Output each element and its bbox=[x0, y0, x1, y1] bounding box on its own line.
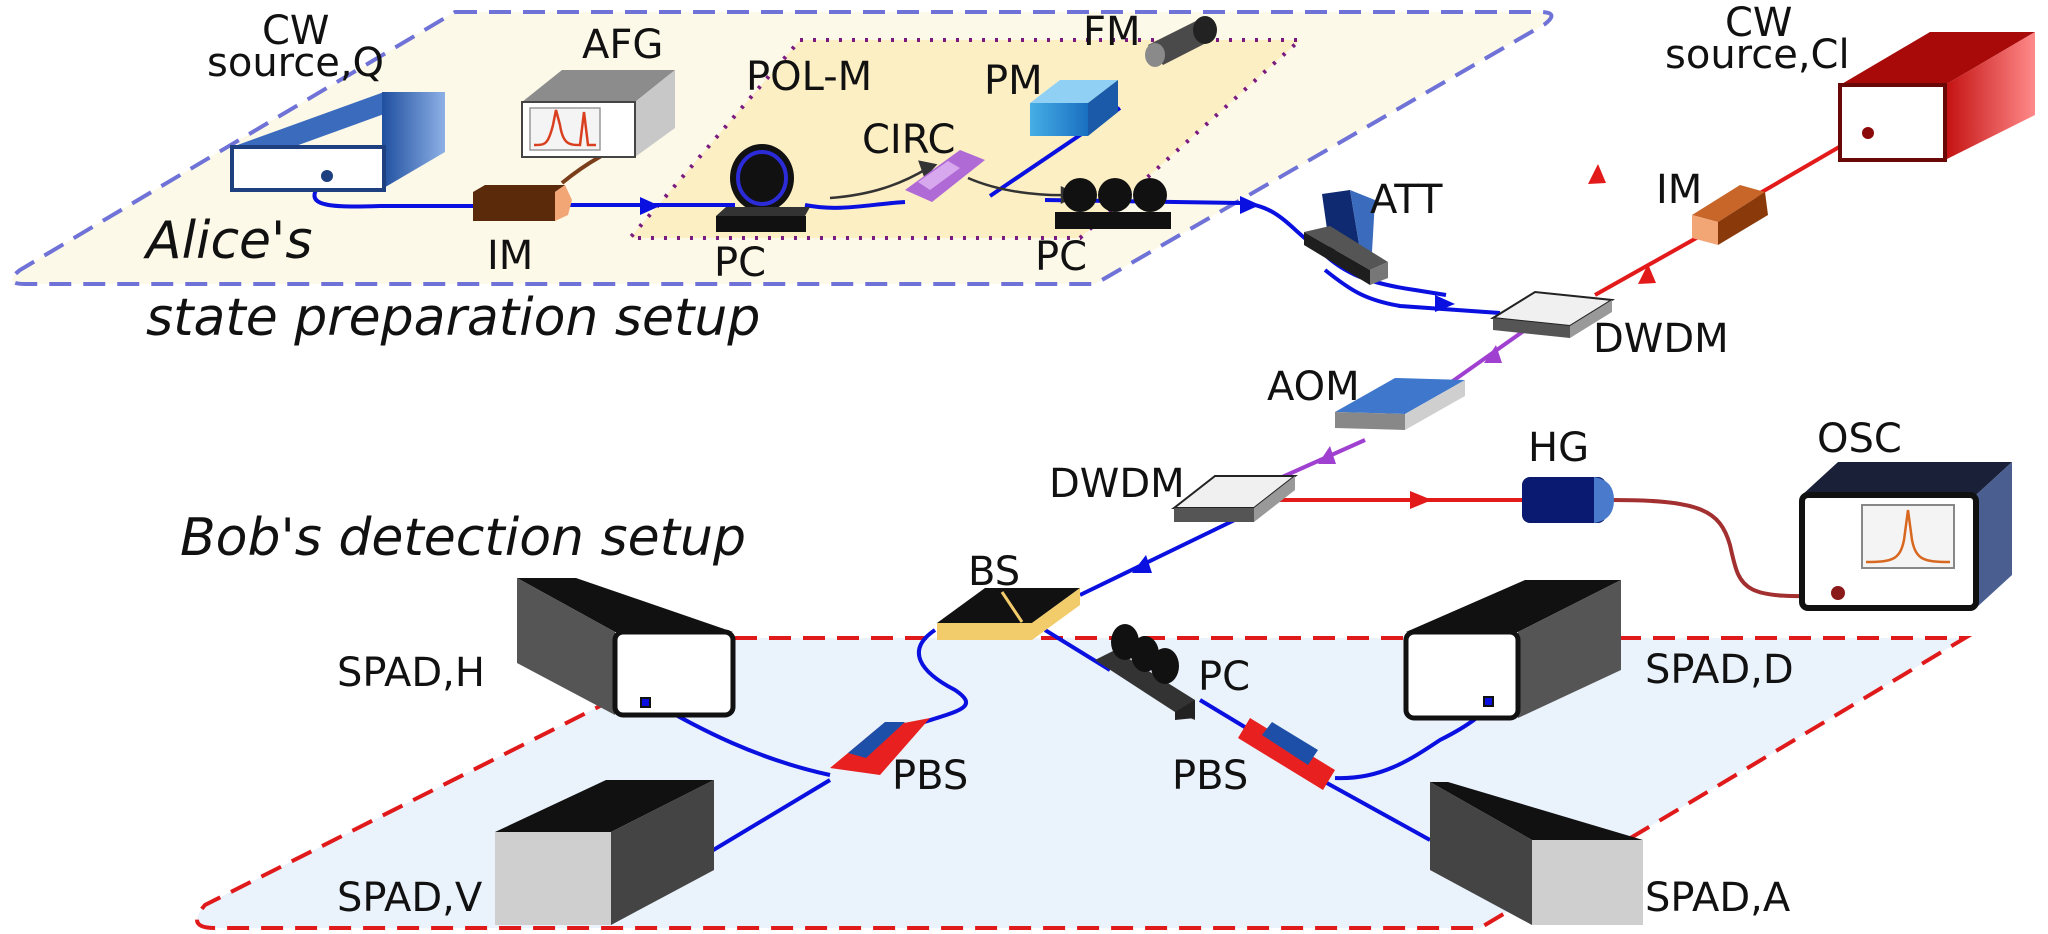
aom-label: AOM bbox=[1267, 364, 1360, 410]
pbs-right-label: PBS bbox=[1172, 753, 1248, 799]
pm-label: PM bbox=[984, 58, 1043, 104]
fiber-arrowheads bbox=[640, 164, 1656, 573]
im-cl bbox=[1692, 185, 1768, 245]
pc-alice1-label: PC bbox=[714, 240, 766, 286]
osc bbox=[1799, 462, 2012, 611]
pc-alice2-label: PC bbox=[1035, 234, 1087, 280]
im-alice bbox=[473, 185, 572, 221]
pc-bob-label: PC bbox=[1198, 654, 1250, 700]
polm-zone bbox=[625, 38, 1306, 240]
spad-v-label: SPAD,V bbox=[337, 875, 483, 921]
dwdm-bottom-label: DWDM bbox=[1049, 461, 1185, 507]
spad-h-label: SPAD,H bbox=[337, 650, 485, 696]
pm bbox=[1030, 80, 1118, 136]
cw-source-cl-label: CW bbox=[1725, 0, 1792, 46]
pc-alice1 bbox=[716, 144, 810, 232]
pc-alice2 bbox=[1055, 178, 1171, 229]
circ-label: CIRC bbox=[862, 117, 955, 163]
pbs-left-label: PBS bbox=[892, 753, 968, 799]
alice-caption-line2: state preparation setup bbox=[146, 288, 760, 348]
spad-h bbox=[517, 578, 736, 718]
im-cl-label: IM bbox=[1656, 167, 1702, 213]
hg bbox=[1522, 477, 1614, 523]
cw-source-q bbox=[230, 92, 445, 192]
cw-source-cl bbox=[1838, 32, 2035, 162]
pc-bob bbox=[1095, 624, 1195, 720]
dwdm-top bbox=[1489, 290, 1616, 338]
att-label: ATT bbox=[1370, 177, 1443, 223]
fm-label: FM bbox=[1083, 9, 1141, 55]
spad-v bbox=[495, 780, 714, 925]
cw-source-q-label-2: source,Q bbox=[207, 40, 384, 86]
bs bbox=[937, 588, 1080, 640]
polm-label: POL-M bbox=[746, 54, 872, 100]
afg bbox=[521, 70, 675, 158]
bs-label: BS bbox=[968, 549, 1020, 595]
im-alice-label: IM bbox=[487, 233, 533, 279]
osc-label: OSC bbox=[1817, 416, 1902, 462]
spad-d-label: SPAD,D bbox=[1645, 647, 1794, 693]
dwdm-top-label: DWDM bbox=[1593, 316, 1729, 362]
afg-label: AFG bbox=[582, 22, 663, 68]
spad-a bbox=[1430, 782, 1643, 925]
pbs-left bbox=[830, 718, 930, 775]
cw-source-q-label: CW bbox=[262, 8, 329, 54]
aom bbox=[1335, 378, 1465, 430]
hg-label: HG bbox=[1528, 425, 1589, 471]
bob-caption: Bob's detection setup bbox=[180, 508, 746, 568]
circ bbox=[905, 150, 985, 202]
fm bbox=[1145, 16, 1217, 67]
dwdm-bottom bbox=[1171, 475, 1298, 522]
spad-d bbox=[1403, 580, 1621, 721]
alice-caption-line1: Alice's bbox=[143, 211, 312, 271]
spad-a-label: SPAD,A bbox=[1645, 875, 1791, 921]
pbs-right bbox=[1238, 718, 1335, 790]
att bbox=[1304, 190, 1388, 285]
cw-source-cl-label-2: source,Cl bbox=[1665, 32, 1850, 78]
